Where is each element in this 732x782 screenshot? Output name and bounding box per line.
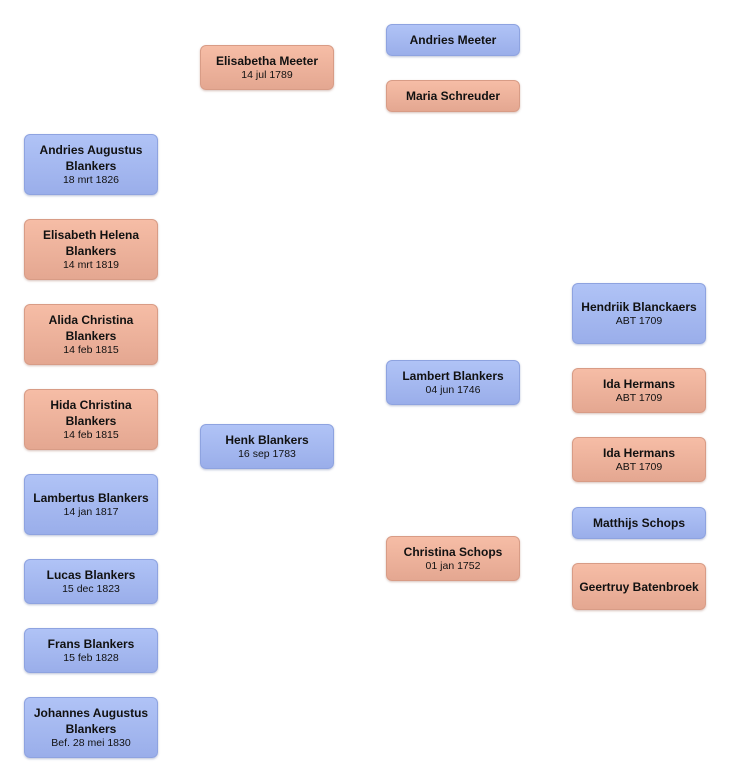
person-name: Ida Hermans — [602, 377, 676, 391]
child-card[interactable]: Hida Christina Blankers 14 feb 1815 — [24, 389, 158, 450]
person-name: Geertruy Batenbroek — [579, 579, 699, 594]
person-date: 14 mrt 1819 — [62, 259, 120, 271]
person-date: 15 dec 1823 — [62, 583, 120, 595]
person-name: Hendriik Blanckaers — [581, 300, 697, 314]
person-name: Lucas Blankers — [46, 568, 136, 582]
person-name: Hida Christina Blankers — [50, 398, 132, 428]
person-name: Matthijs Schops — [592, 516, 685, 530]
person-date: 14 jan 1817 — [63, 506, 119, 518]
great-grandparent-card[interactable]: Matthijs Schops — [572, 507, 706, 539]
person-date: Bef. 28 mei 1830 — [51, 737, 131, 749]
person-name: Lambertus Blankers — [33, 491, 149, 505]
person-date: ABT 1709 — [615, 392, 663, 404]
person-name: Andries Augustus Blankers — [39, 143, 143, 173]
father-card[interactable]: Henk Blankers 16 sep 1783 — [200, 424, 334, 469]
person-name: Johannes Augustus Blankers — [33, 706, 149, 736]
child-card[interactable]: Elisabeth Helena Blankers 14 mrt 1819 — [24, 219, 158, 280]
great-grandparent-card[interactable]: Ida Hermans ABT 1709 — [572, 437, 706, 482]
mother-card[interactable]: Elisabetha Meeter 14 jul 1789 — [200, 45, 334, 90]
person-name: Andries Meeter — [409, 33, 497, 47]
person-name: Lambert Blankers — [402, 369, 504, 383]
great-grandparent-card[interactable]: Ida Hermans ABT 1709 — [572, 368, 706, 413]
person-name: Ida Hermans — [602, 446, 676, 460]
paternal-grandfather-card[interactable]: Lambert Blankers 04 jun 1746 — [386, 360, 520, 405]
child-card[interactable]: Lucas Blankers 15 dec 1823 — [24, 559, 158, 604]
person-name: Christina Schops — [403, 545, 503, 559]
child-card[interactable]: Johannes Augustus Blankers Bef. 28 mei 1… — [24, 697, 158, 758]
person-date: 04 jun 1746 — [425, 384, 481, 396]
person-name: Henk Blankers — [225, 433, 309, 447]
maternal-grandfather-card[interactable]: Andries Meeter — [386, 24, 520, 56]
person-date: ABT 1709 — [615, 461, 663, 473]
paternal-grandmother-card[interactable]: Christina Schops 01 jan 1752 — [386, 536, 520, 581]
great-grandparent-card[interactable]: Hendriik Blanckaers ABT 1709 — [572, 283, 706, 344]
person-name: Elisabeth Helena Blankers — [42, 228, 140, 258]
child-card[interactable]: Andries Augustus Blankers 18 mrt 1826 — [24, 134, 158, 195]
person-name: Frans Blankers — [47, 637, 135, 651]
person-date: 16 sep 1783 — [238, 448, 296, 460]
great-grandparent-card[interactable]: Geertruy Batenbroek — [572, 563, 706, 610]
child-card[interactable]: Lambertus Blankers 14 jan 1817 — [24, 474, 158, 535]
person-name: Alida Christina Blankers — [48, 313, 134, 343]
person-name: Maria Schreuder — [405, 89, 501, 103]
child-card[interactable]: Alida Christina Blankers 14 feb 1815 — [24, 304, 158, 365]
person-date: 01 jan 1752 — [425, 560, 481, 572]
person-date: 14 jul 1789 — [241, 69, 293, 81]
maternal-grandmother-card[interactable]: Maria Schreuder — [386, 80, 520, 112]
person-date: 18 mrt 1826 — [62, 174, 120, 186]
person-date: 15 feb 1828 — [63, 652, 119, 664]
person-date: 14 feb 1815 — [63, 344, 119, 356]
person-date: 14 feb 1815 — [63, 429, 119, 441]
person-date: ABT 1709 — [615, 315, 663, 327]
child-card[interactable]: Frans Blankers 15 feb 1828 — [24, 628, 158, 673]
person-name: Elisabetha Meeter — [215, 54, 319, 68]
